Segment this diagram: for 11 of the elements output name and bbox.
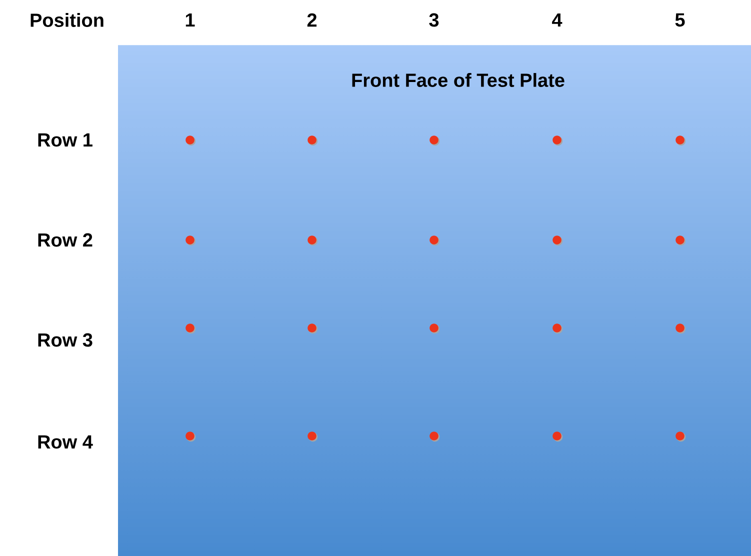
position-number: 1 [186,13,195,27]
position-number: 2 [307,13,317,27]
column-header: Position [30,13,104,27]
row-label: Row 4 [38,435,93,449]
row-label: Row 3 [38,333,92,347]
plate-title: Front Face of Test Plate [352,73,564,87]
position-number: 5 [675,13,685,27]
position-number: 3 [429,13,439,27]
row-label: Row 1 [38,133,92,147]
position-number: 4 [552,13,562,27]
row-label: Row 2 [38,233,92,247]
